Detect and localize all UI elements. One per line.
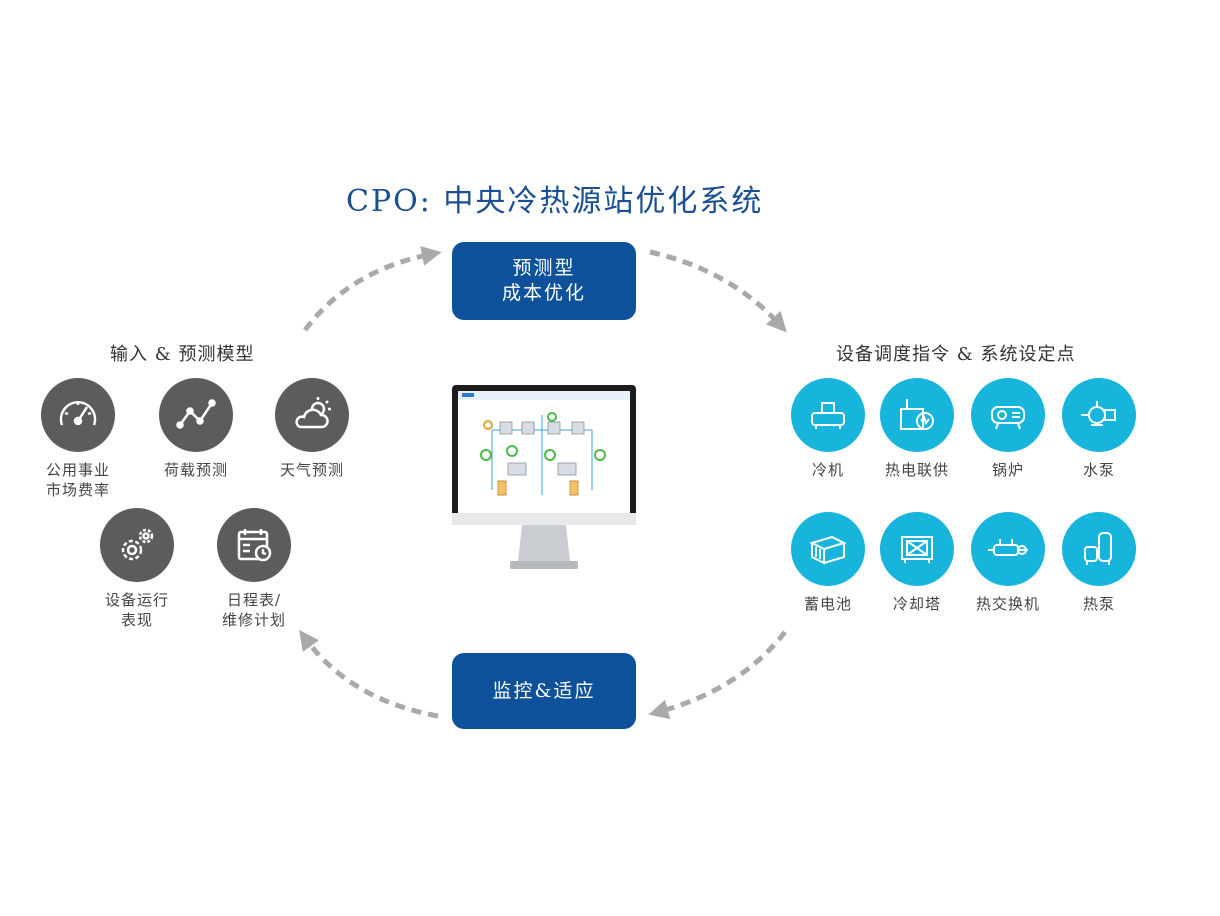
battery-icon	[791, 512, 865, 586]
chp-icon	[880, 378, 954, 452]
arrow-left-to-top	[303, 246, 442, 332]
arrow-right-to-bottom	[648, 630, 787, 720]
left-item-weather-forecast: 天气预测	[247, 378, 377, 480]
right-item-label: 热交换机	[975, 595, 1040, 613]
gauge-icon	[41, 378, 115, 452]
bottom-box-label: 监控&适应	[492, 679, 596, 702]
top-box-line1: 预测型	[512, 257, 576, 279]
cooling-tower-icon	[880, 512, 954, 586]
right-item-label: 蓄电池	[803, 595, 852, 613]
monitor-dashboard-image	[452, 385, 636, 569]
trend-line-icon	[159, 378, 233, 452]
right-item-pump: 水泵	[1034, 378, 1164, 480]
left-item-equipment-performance: 设备运行 表现	[72, 508, 202, 630]
right-item-heat-exchanger: 热交换机	[943, 512, 1073, 614]
left-item-label-line1: 日程表/	[226, 591, 282, 609]
heat-exchanger-icon	[971, 512, 1045, 586]
arrow-top-to-right	[649, 249, 787, 333]
right-item-label: 热泵	[1082, 595, 1115, 613]
pump-icon	[1062, 378, 1136, 452]
left-item-schedule-maintenance: 日程表/ 维修计划	[189, 508, 319, 630]
left-item-utility-rates: 公用事业 市场费率	[13, 378, 143, 500]
left-item-label-line2: 市场费率	[45, 481, 110, 499]
right-item-label: 冷机	[811, 461, 844, 479]
left-item-label-line1: 设备运行	[104, 591, 169, 609]
left-section-title: 输入 & 预测模型	[110, 344, 255, 365]
monitor-adapt-box: 监控&适应	[452, 653, 636, 729]
left-item-label-line2: 表现	[120, 611, 153, 629]
right-item-label: 冷却塔	[892, 595, 941, 613]
top-box-line2: 成本优化	[501, 282, 586, 304]
right-item-heat-pump: 热泵	[1034, 512, 1164, 614]
left-item-load-forecast: 荷载预测	[131, 378, 261, 480]
right-item-battery: 蓄电池	[763, 512, 893, 614]
left-item-label-line1: 天气预测	[279, 461, 344, 479]
left-item-label-line1: 荷载预测	[163, 461, 228, 479]
right-section-title: 设备调度指令 & 系统设定点	[836, 344, 1076, 365]
left-item-label-line2: 维修计划	[221, 611, 286, 629]
right-item-label: 锅炉	[991, 461, 1024, 479]
weather-icon	[275, 378, 349, 452]
right-item-boiler: 锅炉	[943, 378, 1073, 480]
right-item-cooling-tower: 冷却塔	[852, 512, 982, 614]
left-item-label-line1: 公用事业	[45, 461, 110, 479]
right-item-chiller: 冷机	[763, 378, 893, 480]
heat-pump-icon	[1062, 512, 1136, 586]
right-item-label: 水泵	[1082, 461, 1115, 479]
predictive-cost-optimization-box: 预测型 成本优化	[452, 242, 636, 320]
gears-icon	[100, 508, 174, 582]
page-title: CPO: 中央冷热源站优化系统	[346, 184, 764, 219]
calendar-icon	[217, 508, 291, 582]
chiller-icon	[791, 378, 865, 452]
arrow-bottom-to-left	[299, 629, 439, 719]
boiler-icon	[971, 378, 1045, 452]
right-item-label: 热电联供	[884, 461, 949, 479]
right-item-chp: 热电联供	[852, 378, 982, 480]
